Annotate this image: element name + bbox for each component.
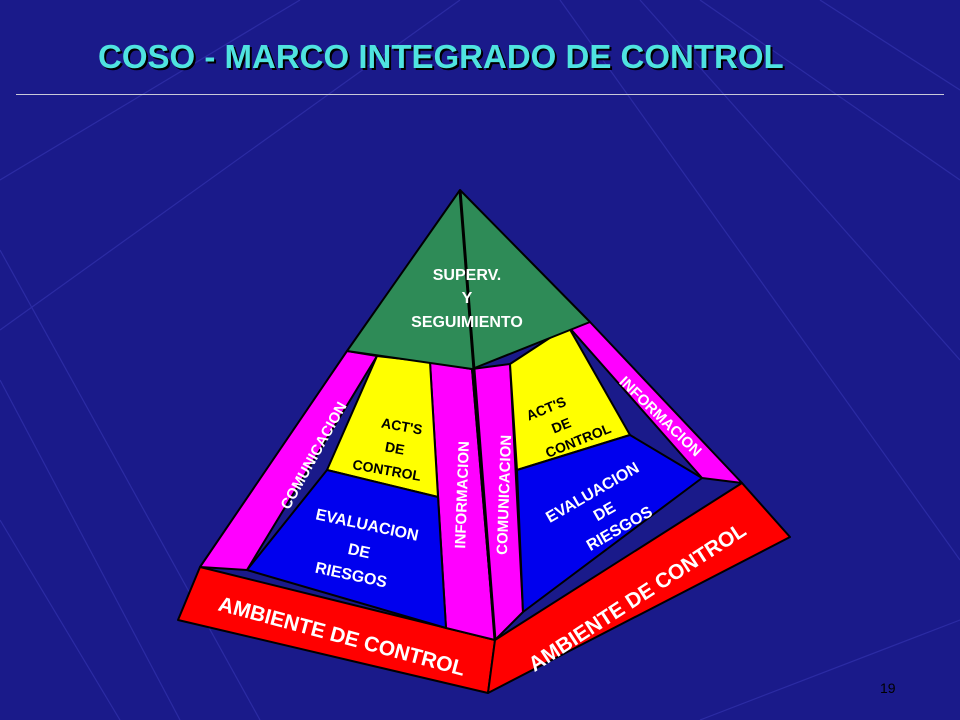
left-risk-assessment-block <box>246 469 447 629</box>
right-communication-label: COMUNICACION <box>494 435 515 556</box>
left-risk-assessment-line2: DE <box>346 541 372 562</box>
left-information-label: INFORMACION <box>452 441 473 549</box>
left-control-activities-line2: DE <box>384 439 406 458</box>
apex-label-line1: SUPERV. <box>433 267 501 284</box>
apex-block <box>346 189 591 370</box>
right-risk-assessment-block <box>516 434 703 613</box>
slide-title: COSO - MARCO INTEGRADO DE CONTROL <box>98 38 784 75</box>
pyramid-center-edge <box>458 189 497 641</box>
title-divider <box>16 94 944 95</box>
apex-label-line3: SEGUIMIENTO <box>411 314 523 331</box>
right-control-activities-line2: DE <box>549 414 573 436</box>
page-number: 19 <box>880 680 896 696</box>
right-base-band <box>487 482 791 694</box>
left-control-activities-line1: ACT'S <box>380 415 424 438</box>
apex-label-line2: Y <box>462 290 473 307</box>
